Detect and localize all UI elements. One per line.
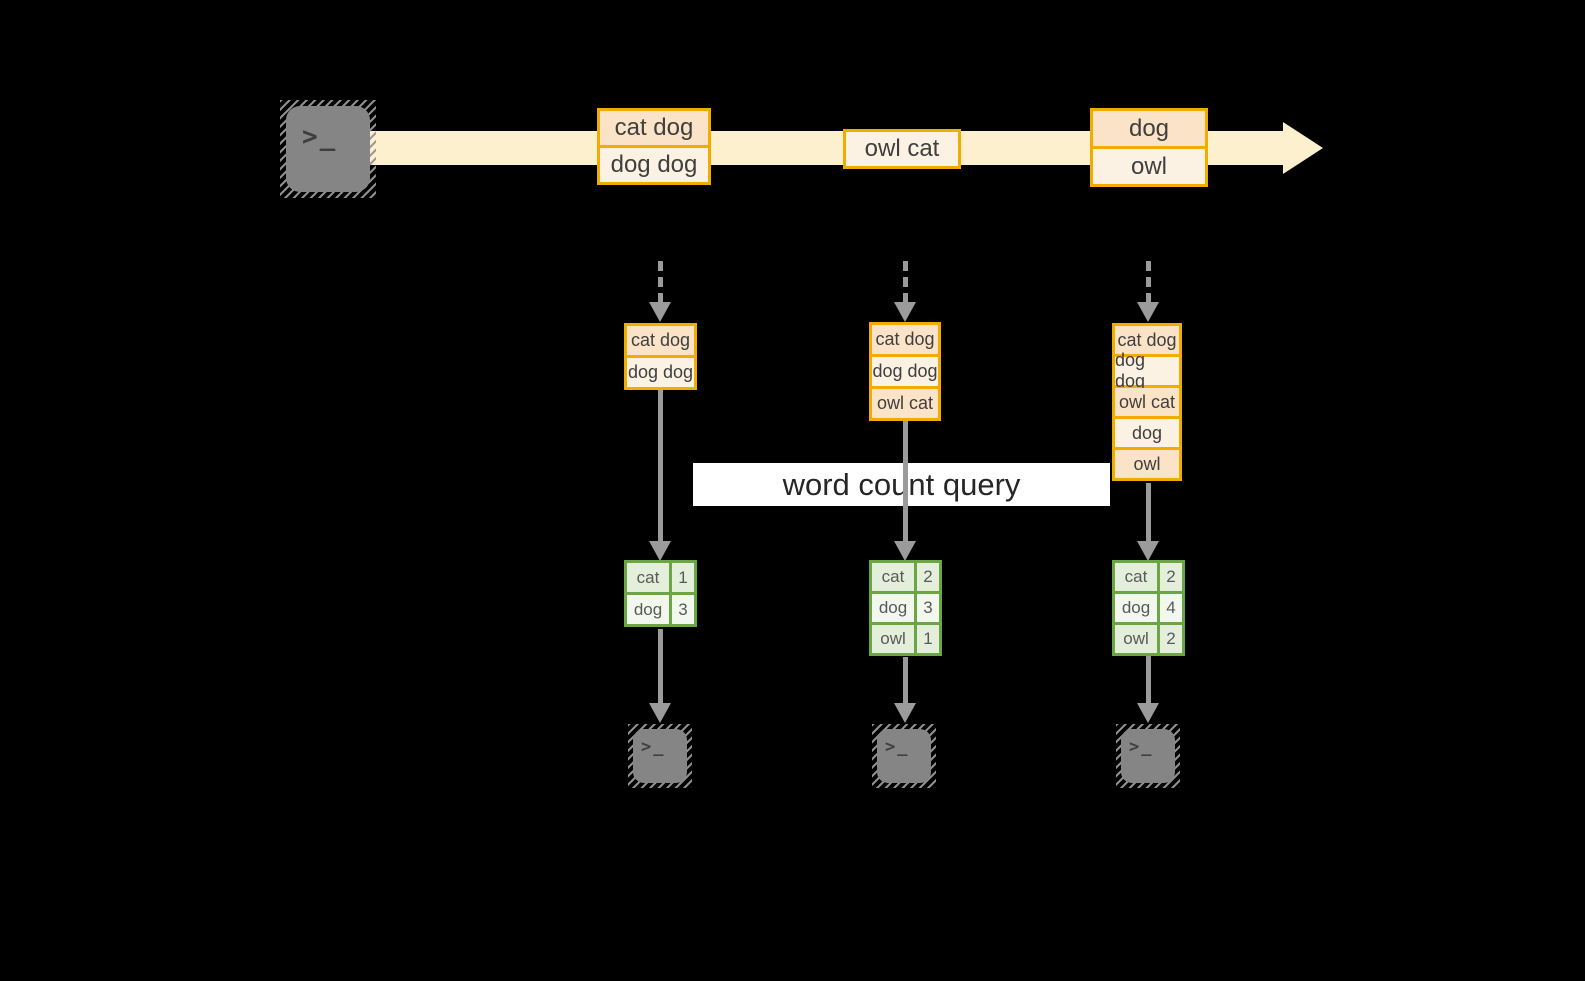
source-terminal-icon: >_ (280, 100, 376, 198)
input-table-2: cat dog dog dog owl cat (869, 322, 941, 421)
batch-to-input-arrow (1146, 261, 1151, 303)
stream-batch-2: owl cat (843, 129, 961, 169)
count-cell: 2 (1160, 625, 1182, 653)
word-cell: dog (627, 595, 669, 624)
input-line: dog dog (627, 358, 694, 387)
word-cell: cat (872, 563, 914, 591)
output-terminal-icon: >_ (1116, 724, 1180, 788)
result-to-output-arrow (658, 629, 663, 705)
terminal-prompt-icon: >_ (641, 737, 666, 757)
batch-line: dog (1093, 111, 1205, 146)
result-table-1: cat 1 dog 3 (624, 560, 697, 627)
terminal-screen (633, 729, 687, 783)
count-cell: 3 (672, 595, 694, 624)
input-line: dog (1115, 419, 1179, 447)
arrowhead-icon (1137, 703, 1159, 723)
result-to-output-arrow (903, 657, 908, 705)
batch-line: owl (1093, 149, 1205, 184)
batch-line: cat dog (600, 111, 708, 145)
stream-batch-3: dog owl (1090, 108, 1208, 187)
stream-arrowhead-icon (1283, 122, 1323, 174)
input-line: dog dog (872, 357, 938, 386)
input-table-1: cat dog dog dog (624, 323, 697, 390)
arrowhead-icon (649, 302, 671, 322)
input-line: cat dog (1115, 326, 1179, 354)
input-table-3: cat dog dog dog owl cat dog owl (1112, 323, 1182, 481)
arrowhead-icon (1137, 302, 1159, 322)
input-line: cat dog (627, 326, 694, 355)
word-cell: cat (1115, 563, 1157, 591)
input-to-result-arrow (658, 389, 663, 543)
output-terminal-icon: >_ (628, 724, 692, 788)
arrowhead-icon (649, 703, 671, 723)
result-to-output-arrow (1146, 656, 1151, 705)
arrowhead-icon (1137, 541, 1159, 561)
arrowhead-icon (894, 541, 916, 561)
terminal-screen (286, 106, 370, 192)
arrowhead-icon (894, 302, 916, 322)
terminal-prompt-icon: >_ (302, 122, 338, 152)
batch-line: dog dog (600, 148, 708, 182)
terminal-screen (1121, 729, 1175, 783)
input-to-result-arrow (1146, 483, 1151, 543)
terminal-prompt-icon: >_ (885, 737, 910, 757)
query-label: word count query (693, 463, 1110, 506)
input-line: owl (1115, 450, 1179, 478)
word-cell: dog (1115, 594, 1157, 622)
word-cell: cat (627, 563, 669, 592)
word-cell: owl (872, 625, 914, 653)
input-line: cat dog (872, 325, 938, 354)
input-line: dog dog (1115, 350, 1179, 391)
terminal-prompt-icon: >_ (1129, 737, 1154, 757)
input-line: owl cat (1115, 388, 1179, 416)
batch-line: owl cat (846, 132, 958, 166)
batch-to-input-arrow (658, 261, 663, 303)
batch-to-input-arrow (903, 261, 908, 303)
result-table-3: cat 2 dog 4 owl 2 (1112, 560, 1185, 656)
count-cell: 1 (672, 563, 694, 592)
input-to-result-arrow (903, 419, 908, 543)
count-cell: 3 (917, 594, 939, 622)
result-table-2: cat 2 dog 3 owl 1 (869, 560, 942, 656)
word-cell: dog (872, 594, 914, 622)
arrowhead-icon (649, 541, 671, 561)
count-cell: 1 (917, 625, 939, 653)
count-cell: 4 (1160, 594, 1182, 622)
terminal-screen (877, 729, 931, 783)
arrowhead-icon (894, 703, 916, 723)
input-line: owl cat (872, 389, 938, 418)
count-cell: 2 (1160, 563, 1182, 591)
output-terminal-icon: >_ (872, 724, 936, 788)
word-cell: owl (1115, 625, 1157, 653)
count-cell: 2 (917, 563, 939, 591)
stream-batch-1: cat dog dog dog (597, 108, 711, 185)
